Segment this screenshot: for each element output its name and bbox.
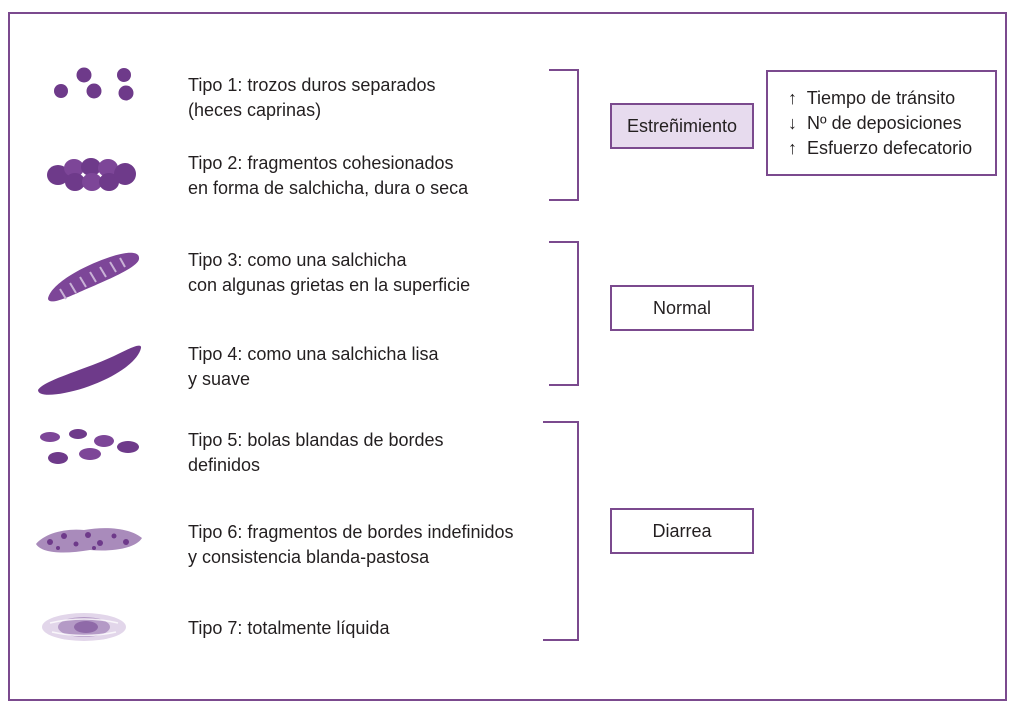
liquid-icon bbox=[42, 613, 126, 641]
type-2-label: Tipo 2: fragmentos cohesionados en forma… bbox=[188, 151, 468, 201]
diarrhea-label: Diarrea bbox=[652, 520, 712, 541]
note-text: Tiempo de tránsito bbox=[806, 88, 956, 108]
diarrhea-category-box: Diarrea bbox=[610, 508, 754, 554]
type-1-line2: (heces caprinas) bbox=[188, 100, 322, 120]
note-text: Nº de deposiciones bbox=[807, 113, 962, 133]
type-6-label: Tipo 6: fragmentos de bordes indefinidos… bbox=[188, 520, 514, 570]
type-6-line1: Tipo 6: fragmentos de bordes indefinidos bbox=[188, 522, 514, 542]
mushy-pieces-icon bbox=[36, 528, 142, 553]
type-3-line1: Tipo 3: como una salchicha bbox=[188, 250, 407, 270]
diarrhea-bracket bbox=[543, 421, 579, 641]
type-5-label: Tipo 5: bolas blandas de bordes definido… bbox=[188, 428, 444, 478]
arrow-up-icon: ↑ bbox=[788, 88, 797, 108]
arrow-down-icon: ↓ bbox=[788, 113, 797, 133]
normal-label: Normal bbox=[652, 297, 711, 318]
constipation-category-box: Estreñimiento bbox=[610, 103, 754, 149]
constipation-notes-box: ↑ Tiempo de tránsito ↓ Nº de deposicione… bbox=[766, 70, 997, 176]
type-5-line2: definidos bbox=[188, 455, 261, 475]
note-text: Esfuerzo defecatorio bbox=[807, 138, 973, 158]
constipation-bracket bbox=[549, 69, 579, 201]
cracked-sausage-icon bbox=[48, 252, 140, 302]
normal-bracket bbox=[549, 241, 579, 386]
constipation-label: Estreñimiento bbox=[626, 115, 738, 136]
type-5-line1: Tipo 5: bolas blandas de bordes bbox=[188, 430, 444, 450]
type-4-line1: Tipo 4: como una salchicha lisa bbox=[188, 344, 439, 364]
smooth-sausage-icon bbox=[38, 345, 142, 395]
type-2-line1: Tipo 2: fragmentos cohesionados bbox=[188, 153, 454, 173]
type-2-line2: en forma de salchicha, dura o seca bbox=[188, 178, 469, 198]
note-row: ↑ Tiempo de tránsito bbox=[788, 86, 995, 111]
type-1-line1: Tipo 1: trozos duros separados bbox=[188, 75, 436, 95]
type-7-label: Tipo 7: totalmente líquida bbox=[188, 616, 389, 641]
type-1-label: Tipo 1: trozos duros separados (heces ca… bbox=[188, 73, 435, 123]
lumpy-sausage-icon bbox=[47, 158, 136, 191]
note-row: ↑ Esfuerzo defecatorio bbox=[788, 136, 995, 161]
type-6-line2: y consistencia blanda-pastosa bbox=[188, 547, 430, 567]
type-3-label: Tipo 3: como una salchicha con algunas g… bbox=[188, 248, 470, 298]
type-3-line2: con algunas grietas en la superficie bbox=[188, 275, 471, 295]
figure-frame bbox=[8, 12, 1007, 701]
note-row: ↓ Nº de deposiciones bbox=[788, 111, 995, 136]
type-7-line1: Tipo 7: totalmente líquida bbox=[188, 618, 390, 638]
soft-blobs-icon bbox=[40, 429, 139, 464]
arrow-up-icon: ↑ bbox=[788, 138, 797, 158]
separate-hard-lumps-icon bbox=[54, 67, 134, 101]
normal-category-box: Normal bbox=[610, 285, 754, 331]
type-4-line2: y suave bbox=[188, 369, 251, 389]
type-4-label: Tipo 4: como una salchicha lisa y suave bbox=[188, 342, 438, 392]
